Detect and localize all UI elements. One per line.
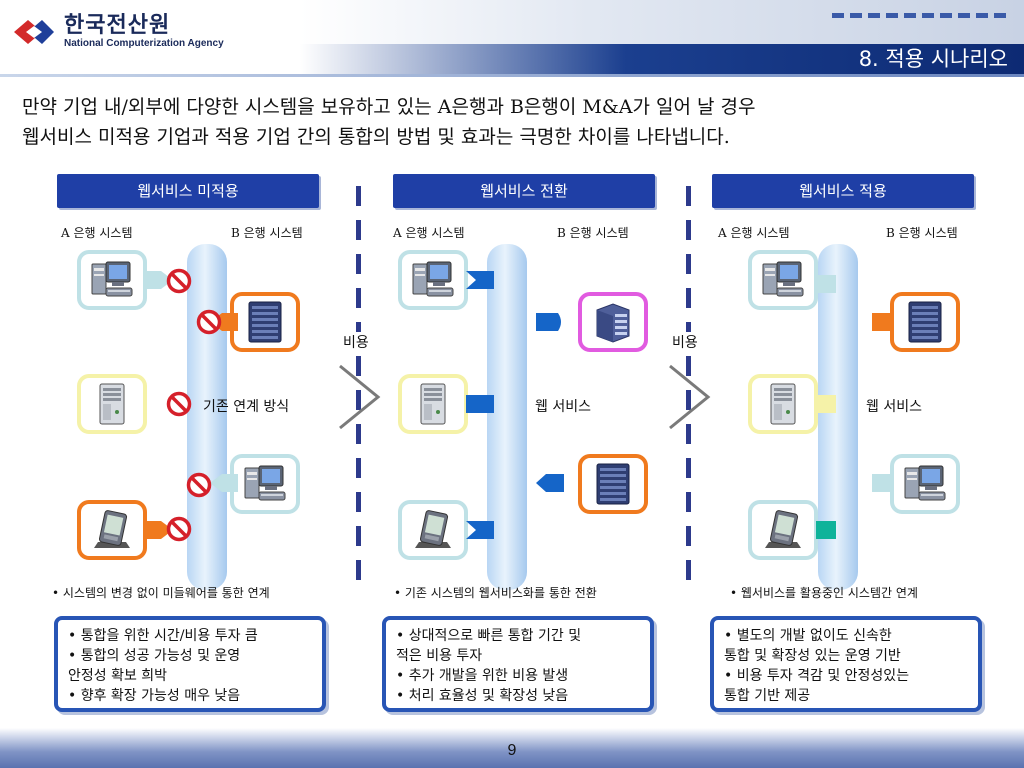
column-caption: • 기존 시스템의 웹서비스화를 통한 전환	[394, 586, 597, 600]
column-caption: • 시스템의 변경 없이 미들웨어를 통한 연계	[52, 586, 270, 600]
column-no-webservice: 웹서비스 미적용 A 은행 시스템 B 은행 시스템 기존 연계 방식	[57, 172, 377, 722]
connector	[872, 474, 892, 492]
node-a-pda	[77, 500, 147, 560]
center-label: 웹 서비스	[866, 399, 922, 415]
system-b-label: B 은행 시스템	[231, 226, 303, 240]
node-a-tower	[77, 374, 147, 434]
connector	[466, 521, 494, 539]
pda-icon	[761, 508, 805, 552]
summary-text: • 통합을 위한 시간/비용 투자 큼 • 통합의 성공 가능성 및 운영 안정…	[68, 628, 258, 704]
agency-logo: 한국전산원 National Computerization Agency	[12, 14, 224, 50]
integration-bus	[187, 244, 227, 590]
logo-name-english: National Computerization Agency	[64, 38, 224, 49]
header-dots	[832, 13, 1006, 18]
server-icon	[591, 462, 635, 506]
no-entry-icon	[196, 309, 222, 335]
header-bar	[300, 44, 1024, 74]
node-b-workstation	[230, 454, 300, 514]
node-a-workstation	[77, 250, 147, 310]
system-a-label: A 은행 시스템	[718, 226, 790, 240]
no-entry-icon	[186, 472, 212, 498]
no-entry-icon	[166, 268, 192, 294]
node-a-workstation	[398, 250, 468, 310]
slide-footer	[0, 728, 1024, 768]
connector	[816, 275, 836, 293]
tower-server-icon	[411, 382, 455, 426]
summary-box: • 통합을 위한 시간/비용 투자 큼 • 통합의 성공 가능성 및 운영 안정…	[54, 616, 326, 712]
node-a-pda	[398, 500, 468, 560]
node-b-rack	[578, 292, 648, 352]
greater-than-icon	[669, 364, 711, 430]
cost-label: 비용	[672, 332, 698, 352]
server-icon	[243, 300, 287, 344]
column-webservice-conversion: 웹서비스 전환 A 은행 시스템 B 은행 시스템 웹 서비스	[393, 172, 713, 722]
summary-text: • 상대적으로 빠른 통합 기간 및 적은 비용 투자 • 추가 개발을 위한 …	[396, 628, 582, 704]
connector	[536, 313, 561, 331]
intro-line-1: 만약 기업 내/외부에 다양한 시스템을 보유하고 있는 A은행과 B은행이 M…	[22, 96, 756, 118]
center-label: 기존 연계 방식	[203, 399, 290, 415]
column-title: 웹서비스 미적용	[57, 174, 319, 208]
agency-logo-mark-icon	[14, 20, 54, 44]
node-b-server	[578, 454, 648, 514]
no-entry-icon	[166, 391, 192, 417]
connector	[145, 271, 173, 289]
node-b-server	[890, 292, 960, 352]
no-entry-icon	[166, 516, 192, 542]
column-caption: • 웹서비스를 활용중인 시스템간 연계	[730, 586, 918, 600]
workstation-icon	[90, 258, 134, 302]
header-band	[300, 0, 1024, 44]
divider-dashed	[356, 186, 361, 592]
divider-dashed	[686, 186, 691, 592]
system-a-label: A 은행 시스템	[393, 226, 465, 240]
workstation-icon	[761, 258, 805, 302]
cost-label: 비용	[343, 332, 369, 352]
connector	[816, 521, 836, 539]
system-a-label: A 은행 시스템	[61, 226, 133, 240]
node-a-tower	[748, 374, 818, 434]
node-a-workstation	[748, 250, 818, 310]
node-a-pda	[748, 500, 818, 560]
page-title: 8. 적용 시나리오	[858, 47, 1008, 71]
connector	[466, 271, 494, 289]
connector	[872, 313, 892, 331]
summary-box: • 상대적으로 빠른 통합 기간 및 적은 비용 투자 • 추가 개발을 위한 …	[382, 616, 654, 712]
summary-box: • 별도의 개발 없이도 신속한 통합 및 확장성 있는 운영 기반 • 비용 …	[710, 616, 982, 712]
header-line	[0, 74, 1024, 77]
system-b-label: B 은행 시스템	[557, 226, 629, 240]
server-icon	[903, 300, 947, 344]
pda-icon	[411, 508, 455, 552]
workstation-icon	[243, 462, 287, 506]
workstation-icon	[411, 258, 455, 302]
tower-server-icon	[90, 382, 134, 426]
greater-than-icon	[339, 364, 381, 430]
summary-text: • 별도의 개발 없이도 신속한 통합 및 확장성 있는 운영 기반 • 비용 …	[724, 628, 910, 704]
server-icon	[591, 300, 635, 344]
intro-line-2: 웹서비스 미적용 기업과 적용 기업 간의 통합의 방법 및 효과는 극명한 차…	[22, 126, 730, 148]
pda-icon	[90, 508, 134, 552]
system-b-label: B 은행 시스템	[886, 226, 958, 240]
connector	[816, 395, 836, 413]
connector	[466, 395, 494, 413]
tower-server-icon	[761, 382, 805, 426]
intro-text: 만약 기업 내/외부에 다양한 시스템을 보유하고 있는 A은행과 B은행이 M…	[22, 92, 1012, 152]
connector	[536, 474, 564, 492]
workstation-icon	[903, 462, 947, 506]
center-label: 웹 서비스	[535, 399, 591, 415]
node-b-server	[230, 292, 300, 352]
slide-header: 8. 적용 시나리오 한국전산원 National Computerizatio…	[0, 0, 1024, 77]
node-b-workstation	[890, 454, 960, 514]
column-title: 웹서비스 전환	[393, 174, 655, 208]
page-number: 9	[507, 742, 517, 759]
node-a-tower	[398, 374, 468, 434]
column-title: 웹서비스 적용	[712, 174, 974, 208]
logo-name-korean: 한국전산원	[64, 13, 171, 38]
connector	[145, 521, 173, 539]
connector	[210, 474, 238, 492]
